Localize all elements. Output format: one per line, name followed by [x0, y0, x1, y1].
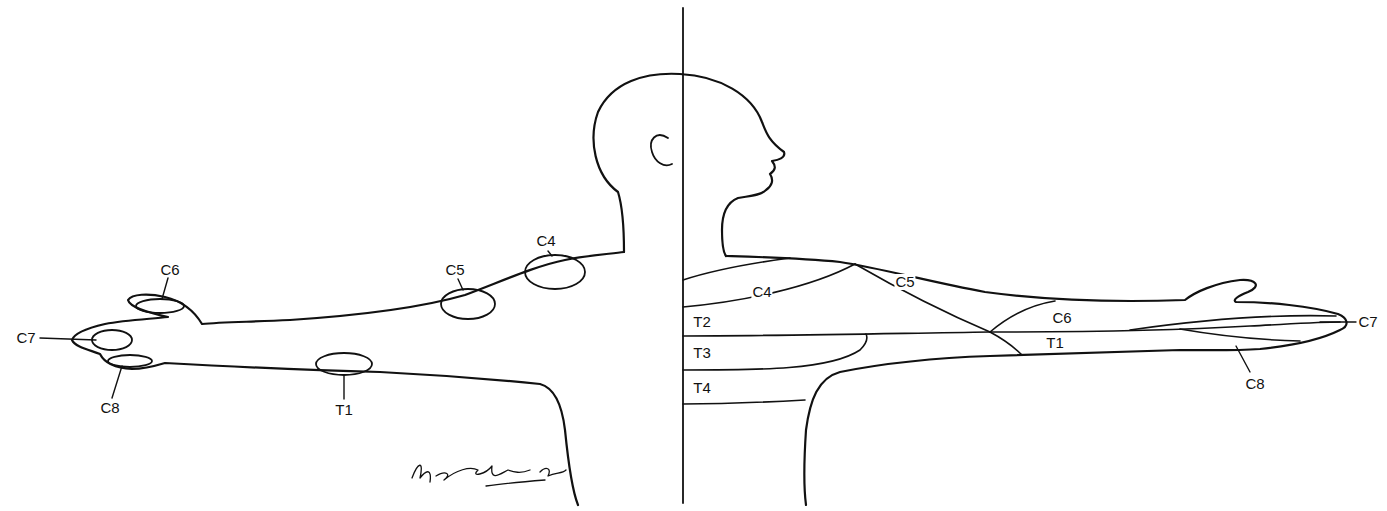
autonomous-zone [441, 289, 495, 319]
right-arm-outline [726, 256, 1347, 505]
autonomous-zone [136, 299, 184, 313]
autonomous-zone [316, 353, 372, 375]
dermatome-label: C8 [1244, 376, 1265, 392]
autonomous-zone [92, 330, 132, 350]
dermatome-label: C7 [15, 330, 36, 346]
dermatome-label: T2 [692, 314, 712, 330]
dermatome-boundary [683, 264, 855, 307]
dermatome-label: C6 [159, 262, 180, 278]
dermatome-label: T3 [692, 345, 712, 361]
dermatome-boundary [1130, 316, 1336, 330]
dermatome-boundary [855, 264, 990, 332]
dermatome-label: C8 [99, 400, 120, 416]
dermatome-label: C4 [751, 284, 772, 300]
dermatome-label: C4 [535, 233, 556, 249]
dermatome-boundary [990, 301, 1055, 332]
dermatome-label: C6 [1051, 310, 1072, 326]
dermatome-label: T4 [692, 380, 712, 396]
head-outline [594, 74, 785, 256]
autonomous-zone [525, 255, 585, 289]
artist-signature [412, 465, 566, 486]
dermatome-label: T1 [334, 402, 354, 418]
dermatome-boundary [683, 258, 790, 280]
dermatome-boundary [990, 332, 1022, 355]
dermatome-boundary [1180, 329, 1300, 341]
dermatome-label: C7 [1357, 314, 1378, 330]
dermatome-boundary [683, 332, 990, 336]
dermatome-boundary [683, 334, 867, 370]
leader-lines [40, 251, 1356, 399]
dermatome-label: C5 [444, 262, 465, 278]
dermatome-label: T1 [1045, 335, 1065, 351]
ear [651, 135, 672, 165]
autonomous-zone [108, 355, 152, 367]
dermatome-boundary [990, 322, 1340, 332]
midline [682, 8, 684, 503]
left-arm-outline [72, 252, 624, 505]
dermatome-label: C5 [894, 274, 915, 290]
dermatome-boundary [683, 400, 805, 404]
